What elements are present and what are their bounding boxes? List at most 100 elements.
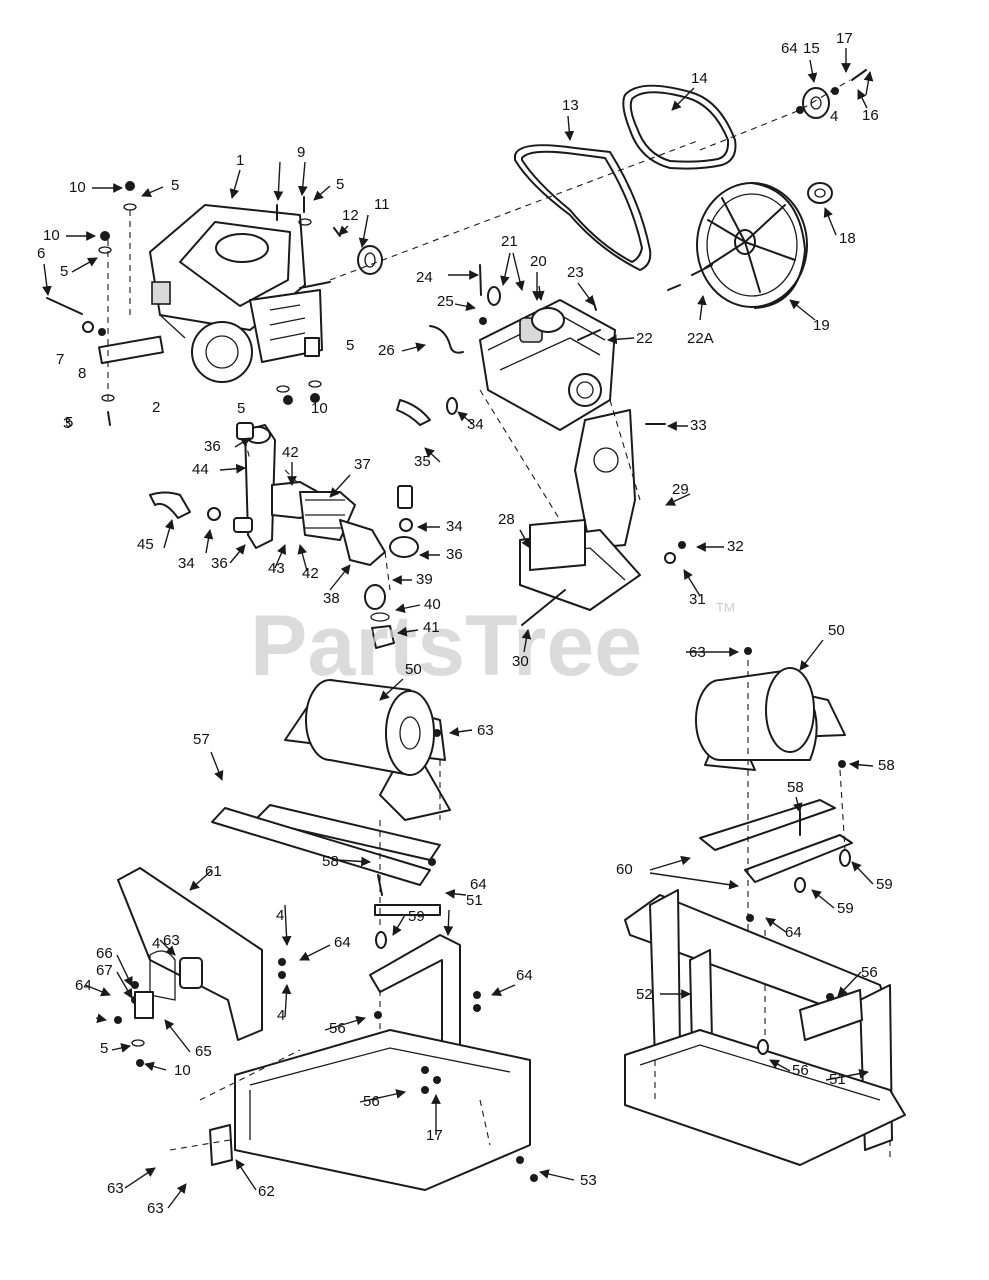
leader-arrow-61 <box>851 861 874 885</box>
callout-45: 45 <box>137 536 154 553</box>
callout-36c: 36 <box>211 555 228 572</box>
leader-arrow-42 <box>163 519 175 549</box>
callout-24: 24 <box>416 269 433 286</box>
callout-32: 32 <box>727 538 744 555</box>
callout-53: 53 <box>580 1172 597 1189</box>
unloader-manifold <box>149 397 458 649</box>
leader-arrow-82 <box>539 1169 575 1181</box>
callout-5c: 5 <box>60 263 68 280</box>
leader-arrow-49 <box>297 544 308 572</box>
leader-arrow-51 <box>219 463 246 474</box>
hose-reel-right <box>695 647 853 1050</box>
callout-65: 65 <box>195 1043 212 1060</box>
leader-arrow-63 <box>649 855 691 871</box>
callout-8: 8 <box>78 365 86 382</box>
callout-5d: 5 <box>65 414 73 431</box>
leader-arrow-21 <box>512 252 525 291</box>
callout-64d: 64 <box>516 967 533 984</box>
leader-arrow-11 <box>564 115 575 141</box>
callout-2: 2 <box>152 399 160 416</box>
leader-arrow-2 <box>313 185 331 201</box>
callout-34b: 34 <box>446 518 463 535</box>
leader-arrow-5 <box>71 257 98 273</box>
callout-11: 11 <box>374 196 390 213</box>
leader-arrow-17 <box>823 207 837 236</box>
leader-arrow-24 <box>577 282 595 306</box>
callout-4b: 4 <box>152 935 160 952</box>
callout-51a: 51 <box>466 892 483 909</box>
leader-arrow-1 <box>141 186 164 198</box>
leader-arrow-7 <box>297 161 308 196</box>
callout-15: 15 <box>803 40 820 57</box>
leader-arrow-74 <box>84 984 111 997</box>
leader-arrow-0 <box>229 169 241 199</box>
leader-arrow-69 <box>167 1183 187 1209</box>
callout-34c: 34 <box>178 555 195 572</box>
callout-19: 19 <box>813 317 830 334</box>
callout-41: 41 <box>423 619 440 636</box>
callout-63e: 63 <box>147 1200 164 1217</box>
leader-arrow-50 <box>274 544 286 569</box>
leader-arrow-60 <box>392 914 406 936</box>
callout-5b: 5 <box>336 176 344 193</box>
leader-arrow-20 <box>500 252 511 286</box>
leader-arrow-91 <box>95 1013 107 1024</box>
callout-50a: 50 <box>405 661 422 678</box>
callout-56c: 56 <box>861 964 878 981</box>
callout-10c: 10 <box>311 400 328 417</box>
callout-39: 39 <box>416 571 433 588</box>
leader-arrow-86 <box>116 954 133 987</box>
leader-arrow-89 <box>281 984 292 1018</box>
leader-arrow-9 <box>358 214 369 248</box>
callout-34a: 34 <box>467 416 484 433</box>
leader-arrow-30 <box>665 493 691 506</box>
callout-60: 60 <box>616 861 633 878</box>
leader-arrow-59 <box>336 856 371 867</box>
callout-6: 6 <box>37 245 45 262</box>
watermark: PartsTree TM <box>250 598 735 694</box>
callout-28: 28 <box>498 511 515 528</box>
leader-arrow-47 <box>397 626 419 637</box>
callout-22: 22 <box>636 330 653 347</box>
callout-42b: 42 <box>302 565 319 582</box>
callout-9: 9 <box>297 144 305 161</box>
callout-17b: 17 <box>426 1127 443 1144</box>
leader-arrow-13 <box>807 59 818 83</box>
leader-arrow-53 <box>799 639 824 671</box>
watermark-tm: TM <box>716 600 735 615</box>
leader-arrow-41 <box>203 529 214 554</box>
leader-arrow-66 <box>159 939 176 956</box>
belt-and-pulley <box>514 69 867 309</box>
leader-arrow-16 <box>857 89 868 109</box>
callout-10a: 10 <box>69 179 86 196</box>
leader-arrow-31 <box>519 529 531 549</box>
callout-17a: 17 <box>836 30 853 47</box>
callout-57: 57 <box>193 731 210 748</box>
callout-22a: 22A <box>687 330 714 347</box>
leader-arrow-83 <box>144 1061 167 1072</box>
callout-36a: 36 <box>204 438 221 455</box>
callout-59b: 59 <box>876 876 893 893</box>
leader-arrow-39 <box>234 437 251 448</box>
leader-arrow-71 <box>491 984 516 996</box>
hose-reel-left <box>211 679 451 949</box>
callout-63a: 63 <box>477 722 494 739</box>
callout-44: 44 <box>192 461 209 478</box>
leader-arrow-10 <box>338 225 349 236</box>
leader-arrow-56 <box>849 759 874 770</box>
pump-mount-bracket <box>479 389 686 626</box>
callout-5g: 5 <box>100 1040 108 1057</box>
callout-12: 12 <box>342 207 359 224</box>
callout-42a: 42 <box>282 444 299 461</box>
callout-64e: 64 <box>785 924 802 941</box>
leader-arrow-68 <box>124 1167 156 1189</box>
callout-64a: 64 <box>781 40 798 57</box>
leader-arrow-58 <box>210 751 224 781</box>
callout-26: 26 <box>378 342 395 359</box>
callout-1: 1 <box>236 152 244 169</box>
leader-arrow-87 <box>116 971 133 999</box>
callout-5f: 5 <box>346 337 354 354</box>
leader-arrow-40 <box>229 544 246 564</box>
leader-arrow-67 <box>235 1159 257 1191</box>
leader-arrow-80 <box>825 1068 869 1081</box>
